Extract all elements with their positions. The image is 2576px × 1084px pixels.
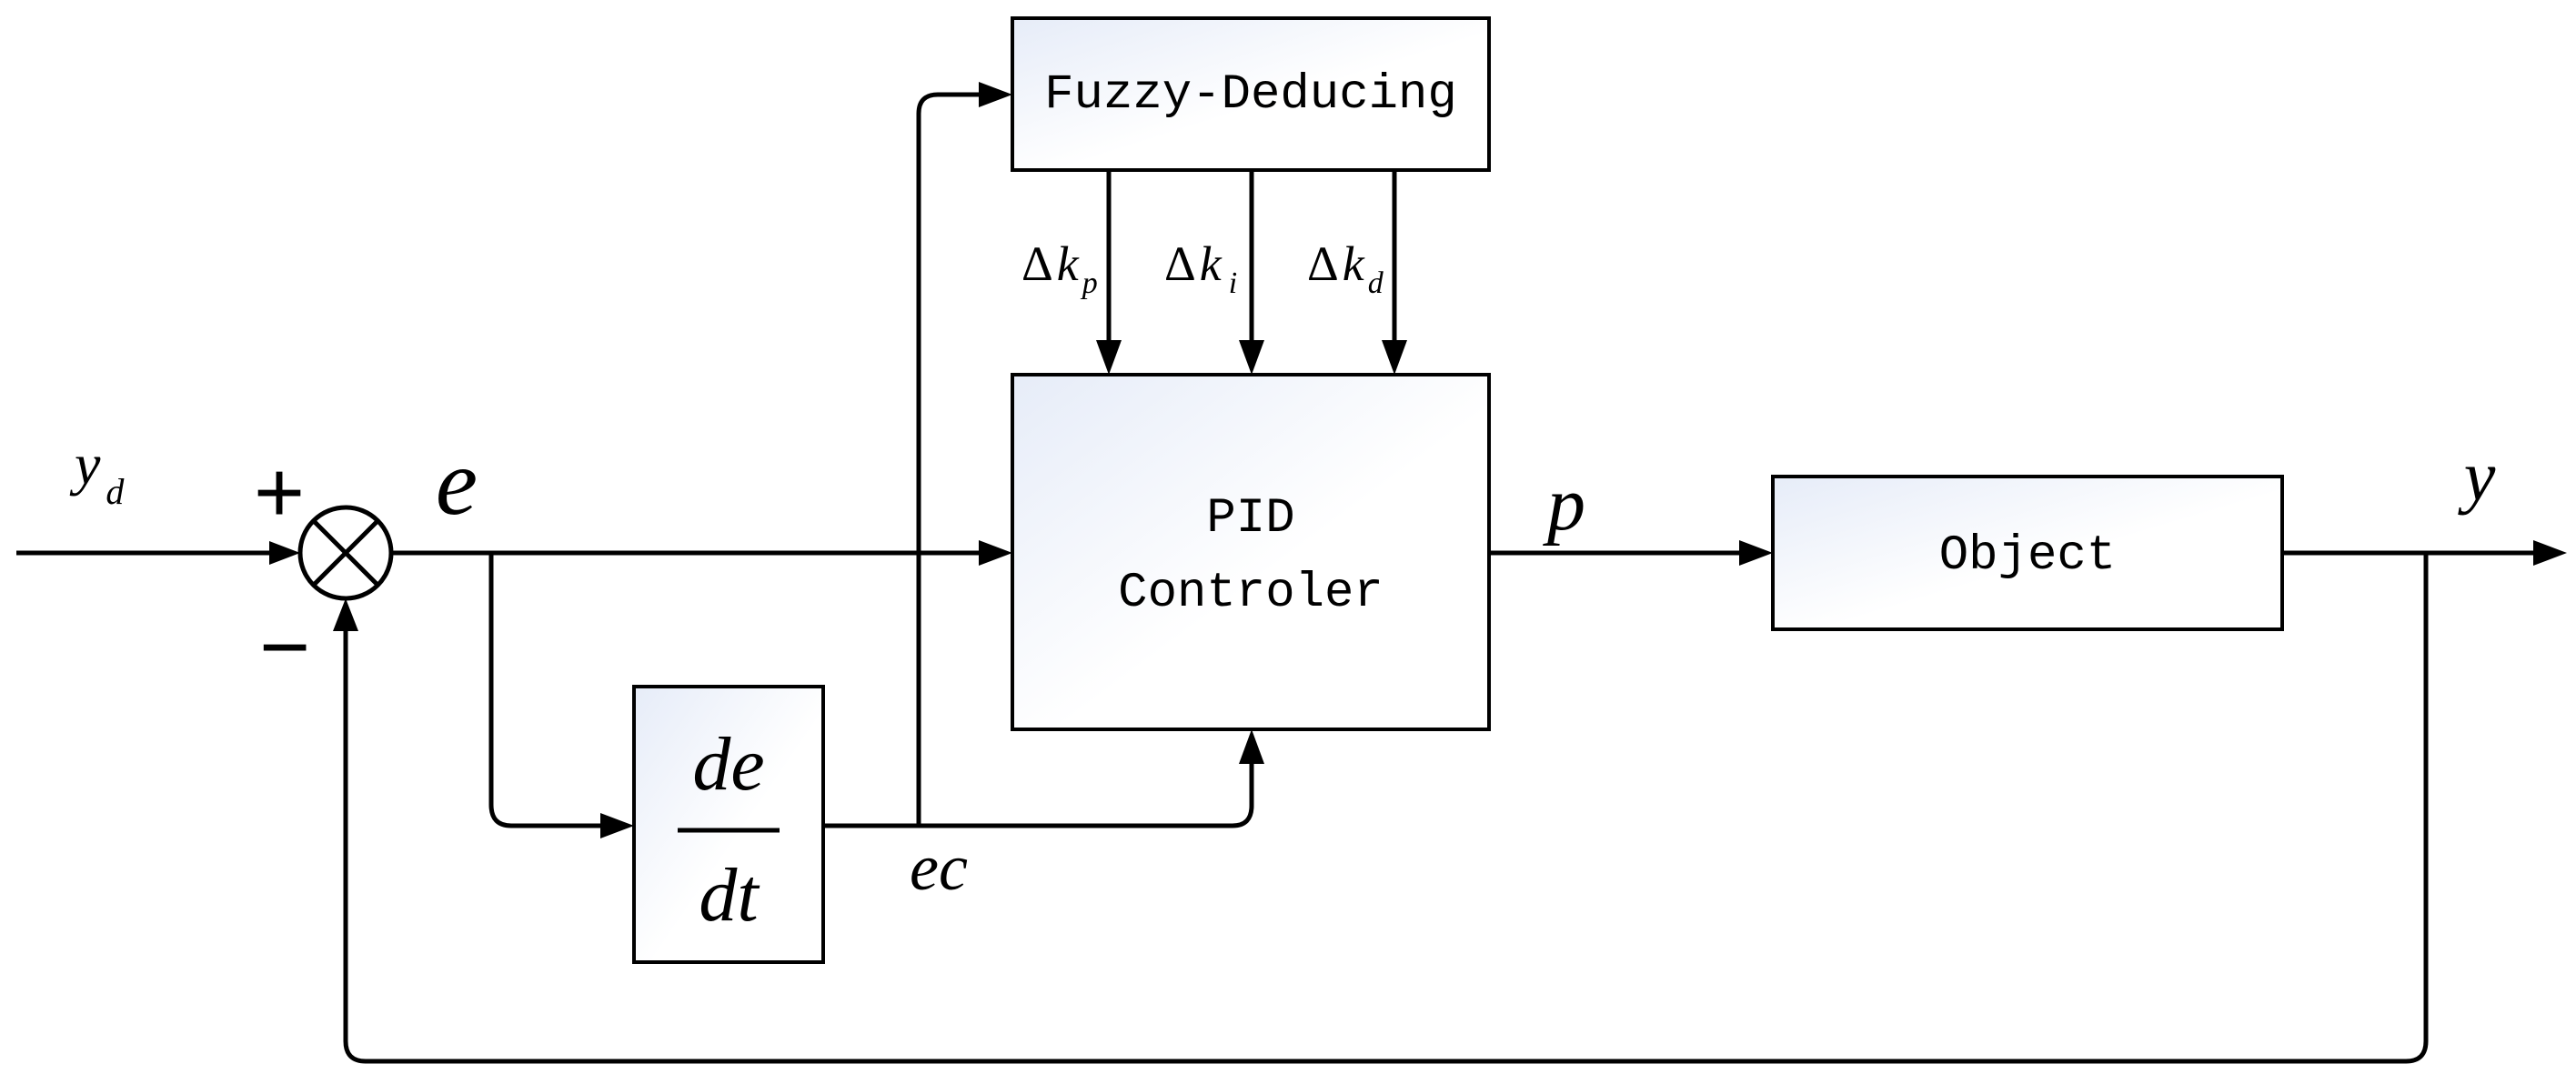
junction-minus-sign: −: [259, 598, 310, 696]
differentiator-numerator: de: [692, 722, 764, 807]
arrow-output: [2533, 540, 2567, 566]
summing-junction: [297, 505, 394, 601]
junction-plus-sign: +: [254, 444, 305, 541]
arrow-gain-kd: [1382, 340, 1407, 375]
fuzzy-deducing-block: [1011, 16, 1491, 172]
arrow-into-junction: [269, 541, 300, 565]
gain-ki-delta: Δ: [1164, 236, 1196, 291]
fuzzy-block-label: Fuzzy-Deducing: [1044, 67, 1457, 123]
object-block-label: Object: [1939, 528, 2116, 584]
gain-ki-sub: i: [1229, 266, 1237, 300]
arrow-into-object: [1739, 540, 1773, 566]
gain-kd-var: k: [1343, 236, 1365, 291]
object-block: [1771, 475, 2284, 631]
arrow-gain-ki: [1239, 340, 1264, 375]
gain-kd-sub: d: [1368, 266, 1384, 300]
error-signal-label: e: [436, 430, 478, 535]
pid-controller-block: [1011, 373, 1491, 731]
arrow-gain-kp: [1096, 340, 1122, 375]
arrow-into-fuzzy: [979, 82, 1012, 107]
pid-block-label-line2: Controler: [1118, 566, 1384, 621]
gain-kd-delta: Δ: [1307, 236, 1339, 291]
input-signal-var: y: [69, 432, 101, 497]
output-signal-label: y: [2458, 437, 2496, 516]
control-signal-label: p: [1543, 462, 1585, 547]
input-signal-sub: d: [106, 471, 125, 512]
pid-block-label-line1: PID: [1206, 491, 1294, 547]
error-change-label: ec: [910, 831, 968, 904]
arrow-into-differentiator: [600, 813, 634, 838]
gain-kp-sub: p: [1081, 266, 1098, 300]
differentiator-block: [632, 685, 825, 964]
differentiator-denominator: dt: [699, 853, 760, 938]
arrow-feedback-into-junction: [333, 598, 358, 631]
signal-lines: [16, 92, 2538, 1064]
gain-ki-var: k: [1200, 236, 1223, 291]
gain-kp-var: k: [1057, 236, 1080, 291]
arrowheads: [269, 82, 2567, 838]
arrow-into-pid: [979, 540, 1012, 566]
arrow-into-pid-bottom: [1239, 729, 1264, 764]
gain-kp-delta: Δ: [1021, 236, 1053, 291]
